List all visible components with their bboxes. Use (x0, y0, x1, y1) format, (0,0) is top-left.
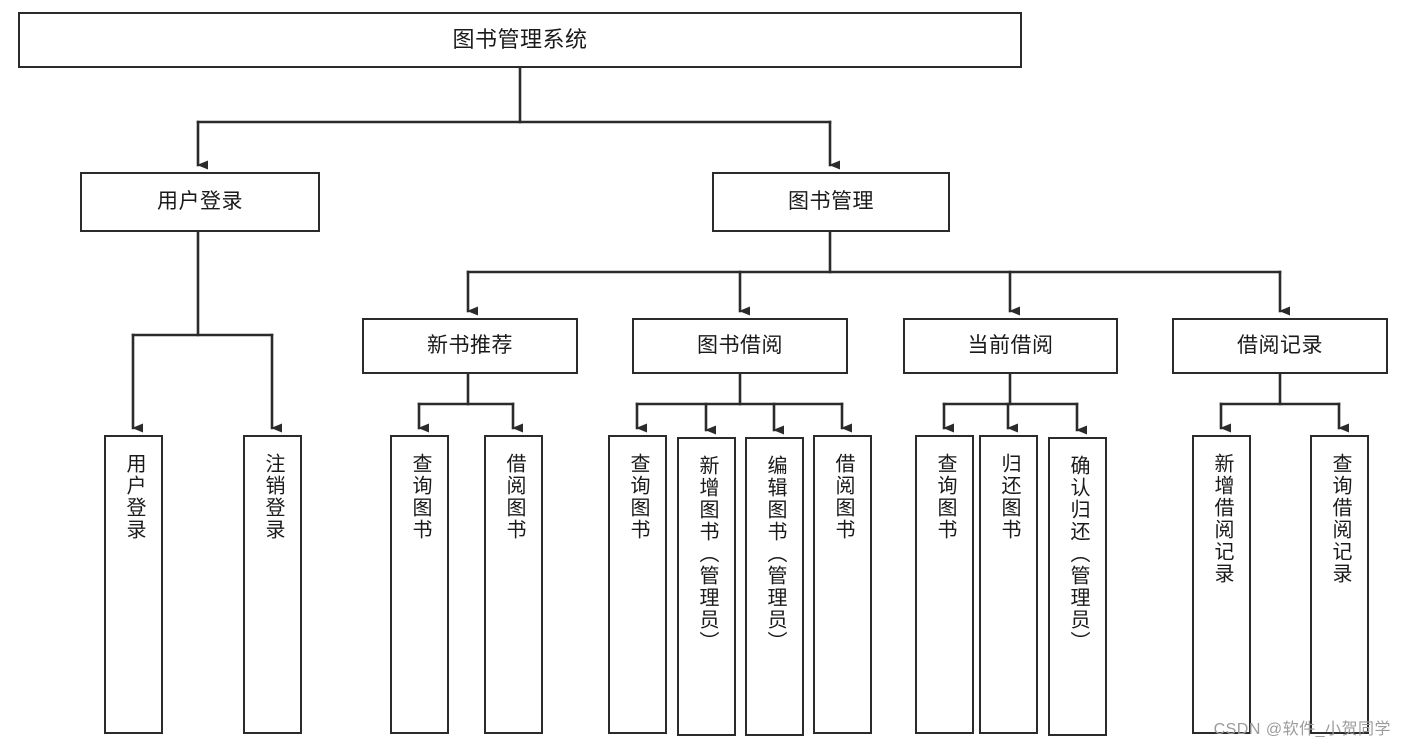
node-leaf-query-book-1-label: 查询图书 (409, 453, 431, 541)
node-new-book-recommend[interactable]: 新书推荐 (362, 318, 578, 374)
node-book-manage[interactable]: 图书管理 (712, 172, 950, 232)
node-leaf-return-book[interactable]: 归还图书 (979, 435, 1038, 734)
node-new-book-recommend-label: 新书推荐 (427, 333, 513, 357)
node-current-borrow-label: 当前借阅 (967, 333, 1054, 357)
node-leaf-borrow-book-2[interactable]: 借阅图书 (813, 435, 872, 734)
node-leaf-user-login-label: 用户登录 (123, 453, 145, 541)
node-leaf-query-book-3-label: 查询图书 (934, 453, 956, 541)
node-leaf-add-book-label: 新增图书（管理员） (696, 455, 718, 653)
node-book-borrow[interactable]: 图书借阅 (632, 318, 848, 374)
node-leaf-query-record[interactable]: 查询借阅记录 (1310, 435, 1369, 734)
node-leaf-add-record-label: 新增借阅记录 (1211, 453, 1233, 585)
node-current-borrow[interactable]: 当前借阅 (903, 318, 1118, 374)
node-leaf-user-login[interactable]: 用户登录 (104, 435, 163, 734)
node-leaf-add-book[interactable]: 新增图书（管理员） (677, 437, 736, 736)
node-leaf-query-record-label: 查询借阅记录 (1329, 453, 1351, 585)
node-borrow-record-label: 借阅记录 (1237, 333, 1323, 357)
node-leaf-query-book-2[interactable]: 查询图书 (608, 435, 667, 734)
node-leaf-user-logout[interactable]: 注销登录 (243, 435, 302, 734)
node-root[interactable]: 图书管理系统 (18, 12, 1022, 68)
node-user-login-label: 用户登录 (157, 189, 243, 213)
node-leaf-edit-book[interactable]: 编辑图书（管理员） (745, 437, 804, 736)
node-leaf-borrow-book-1[interactable]: 借阅图书 (484, 435, 543, 734)
watermark-text: CSDN @软件_小贺同学 (1213, 721, 1391, 738)
node-leaf-confirm-return-label: 确认归还（管理员） (1067, 455, 1089, 653)
node-leaf-query-book-2-label: 查询图书 (627, 453, 649, 541)
node-leaf-edit-book-label: 编辑图书（管理员） (764, 455, 786, 653)
connectors (131, 66, 1349, 435)
node-book-borrow-label: 图书借阅 (697, 333, 783, 357)
node-leaf-borrow-book-2-label: 借阅图书 (832, 453, 854, 541)
node-book-manage-label: 图书管理 (788, 189, 874, 213)
node-root-label: 图书管理系统 (452, 27, 588, 53)
node-leaf-confirm-return[interactable]: 确认归还（管理员） (1048, 437, 1107, 736)
node-leaf-query-book-1[interactable]: 查询图书 (390, 435, 449, 734)
node-leaf-user-logout-label: 注销登录 (262, 453, 284, 541)
node-leaf-add-record[interactable]: 新增借阅记录 (1192, 435, 1251, 734)
node-leaf-return-book-label: 归还图书 (998, 453, 1020, 541)
node-leaf-query-book-3[interactable]: 查询图书 (915, 435, 974, 734)
node-user-login[interactable]: 用户登录 (80, 172, 320, 232)
node-borrow-record[interactable]: 借阅记录 (1172, 318, 1388, 374)
node-leaf-borrow-book-1-label: 借阅图书 (503, 453, 525, 541)
